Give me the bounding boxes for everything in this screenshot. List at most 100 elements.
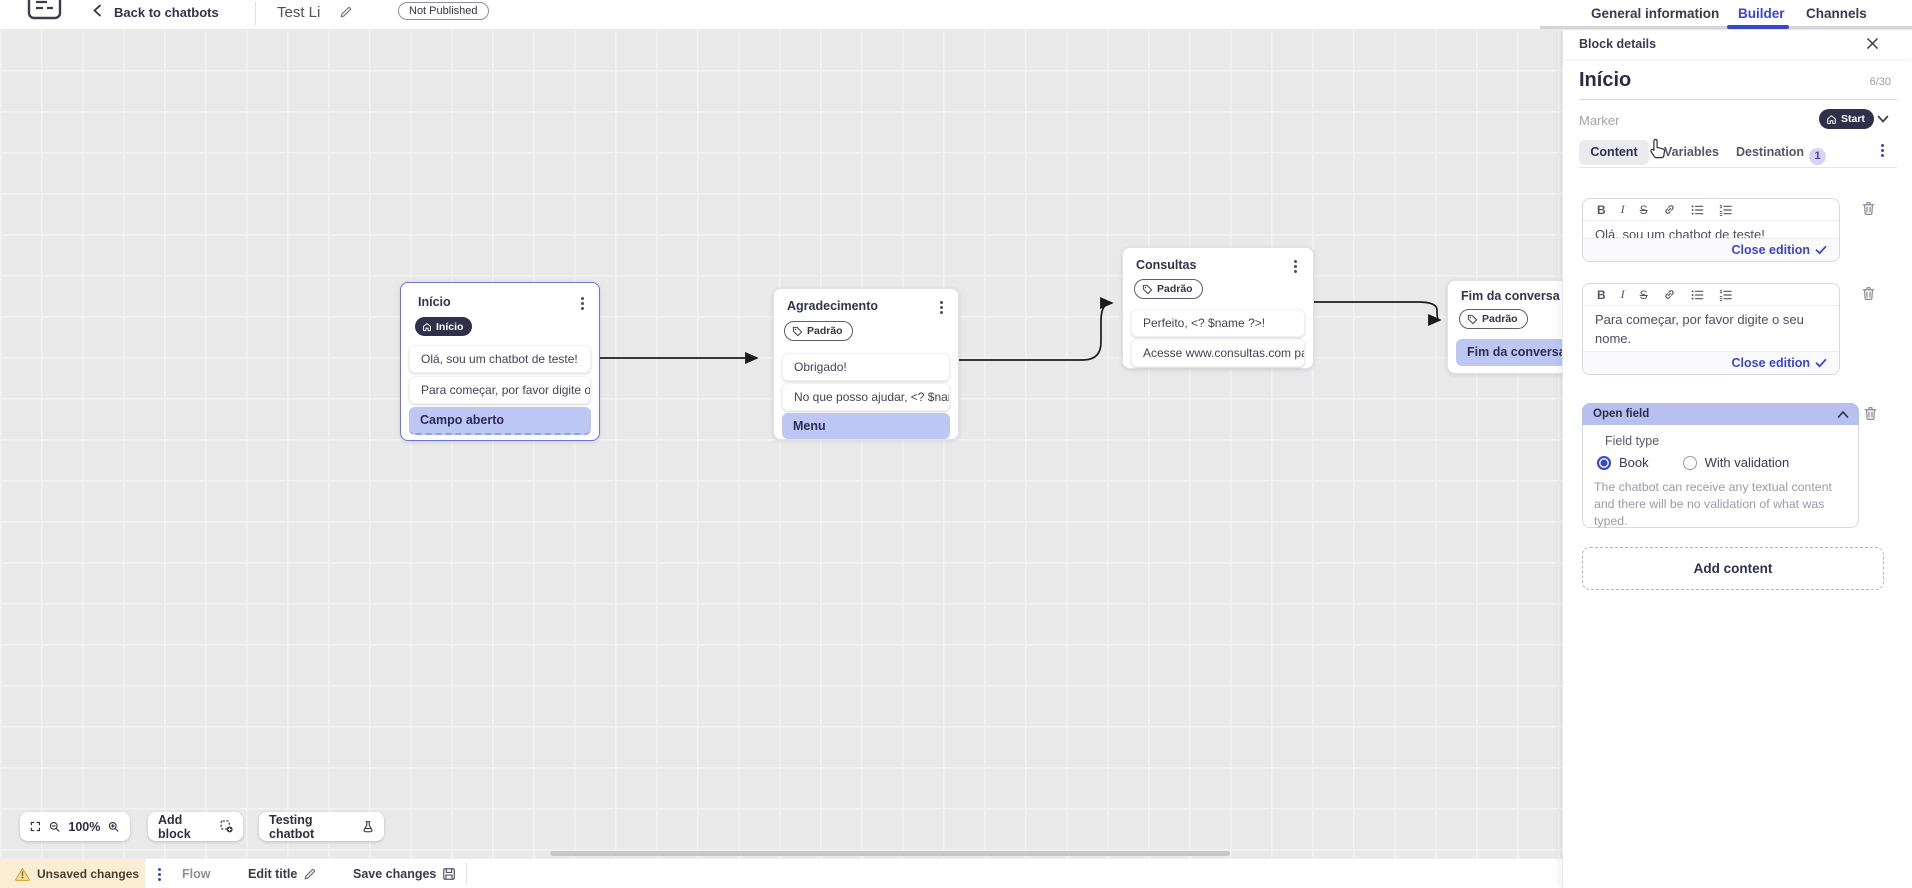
open-field-body: Field type Book With validation The chat…: [1582, 425, 1859, 528]
start-marker-badge: Início: [415, 317, 473, 336]
panel-tab-content[interactable]: Content: [1579, 140, 1649, 165]
flow-canvas[interactable]: Início Início Olá, sou um chatbot de tes…: [0, 29, 1562, 858]
statusbar-divider: [466, 862, 467, 884]
zoom-out-icon[interactable]: [49, 820, 61, 834]
bullet-list-icon[interactable]: [1691, 289, 1704, 301]
default-marker-badge: Padrão: [1459, 309, 1528, 329]
zoom-in-icon[interactable]: [108, 820, 120, 834]
badge-label: Padrão: [1157, 283, 1193, 295]
chatbot-title[interactable]: Test Li: [277, 4, 321, 21]
warning-icon: [15, 867, 30, 881]
flow-block-consultas[interactable]: Consultas Padrão Perfeito, <? $name ?>! …: [1122, 247, 1314, 369]
badge-label: Padrão: [807, 325, 843, 337]
connector-lines: [599, 297, 1442, 364]
block-row-open-field[interactable]: Campo aberto: [409, 407, 591, 435]
block-row-menu[interactable]: Menu: [782, 413, 950, 439]
block-row-message[interactable]: Obrigado!: [782, 353, 950, 381]
block-row-message[interactable]: Olá, sou um chatbot de teste!: [409, 345, 591, 373]
tab-builder[interactable]: Builder: [1738, 6, 1785, 21]
numbered-list-icon[interactable]: [1719, 204, 1732, 216]
italic-icon[interactable]: I: [1620, 202, 1625, 216]
tab-channels[interactable]: Channels: [1806, 6, 1867, 21]
block-menu-icon[interactable]: [575, 295, 589, 311]
topbar-divider: [255, 2, 256, 25]
save-changes-button[interactable]: Save changes: [353, 859, 456, 888]
marker-label: Marker: [1579, 113, 1620, 128]
chevron-up-icon[interactable]: [1837, 410, 1849, 419]
block-menu-icon[interactable]: [934, 299, 948, 315]
block-title: Fim da conversa: [1461, 289, 1560, 303]
badge-label: Início: [436, 320, 464, 333]
flow-tab[interactable]: Flow: [182, 867, 211, 881]
radio-book[interactable]: [1597, 455, 1611, 470]
delete-content-icon[interactable]: [1861, 200, 1876, 217]
statusbar-menu-icon[interactable]: [152, 866, 166, 882]
chevron-down-icon[interactable]: [1877, 115, 1889, 124]
add-content-button[interactable]: Add content: [1582, 547, 1884, 590]
block-menu-icon[interactable]: [1288, 258, 1302, 274]
strikethrough-icon[interactable]: S: [1639, 287, 1648, 302]
zoom-controls: 100%: [20, 812, 130, 841]
text-editor[interactable]: B I S Para começar, por favor digite o s…: [1582, 283, 1840, 375]
block-row-message[interactable]: Para começar, por favor digite o ...: [409, 376, 591, 404]
radio-with-validation[interactable]: [1682, 455, 1697, 470]
back-to-chatbots-link[interactable]: Back to chatbots: [114, 5, 219, 20]
italic-icon[interactable]: I: [1620, 287, 1625, 301]
delete-open-field-icon[interactable]: [1863, 405, 1878, 422]
delete-content-icon[interactable]: [1861, 285, 1876, 302]
destination-count-badge: 1: [1809, 148, 1827, 165]
badge-label: Padrão: [1482, 313, 1518, 325]
bold-icon[interactable]: B: [1597, 202, 1606, 217]
editor-footer: Close edition: [1583, 351, 1839, 374]
add-block-icon: [220, 820, 233, 833]
strikethrough-icon[interactable]: S: [1639, 202, 1648, 217]
save-icon: [443, 868, 456, 880]
link-icon[interactable]: [1663, 288, 1676, 301]
horizontal-scrollbar[interactable]: [550, 851, 1230, 856]
flow-block-agradecimento[interactable]: Agradecimento Padrão Obrigado! No que po…: [773, 288, 959, 440]
default-marker-badge: Padrão: [784, 321, 853, 341]
name-underline: [1579, 99, 1897, 100]
flow-block-inicio[interactable]: Início Início Olá, sou um chatbot de tes…: [400, 282, 600, 441]
check-icon: [1815, 358, 1827, 368]
editor-toolbar: B I S: [1583, 284, 1839, 306]
editor-text[interactable]: Para começar, por favor digite o seu nom…: [1595, 312, 1804, 346]
panel-tabs-menu-icon[interactable]: [1875, 142, 1889, 158]
tabs-divider: [1579, 167, 1897, 168]
tag-icon: [792, 326, 803, 336]
char-counter: 6/30: [1869, 76, 1891, 88]
close-edition-link[interactable]: Close edition: [1731, 243, 1810, 257]
close-edition-link[interactable]: Close edition: [1731, 356, 1810, 370]
numbered-list-icon[interactable]: [1719, 289, 1732, 301]
edit-title-button[interactable]: Edit title: [248, 859, 317, 888]
block-row-message[interactable]: Acesse www.consultas.com par...: [1131, 339, 1305, 367]
panel-tab-variables[interactable]: Variables: [1664, 145, 1719, 159]
add-block-button[interactable]: Add block: [148, 812, 243, 841]
block-name-input[interactable]: Início: [1579, 69, 1632, 91]
default-marker-badge: Padrão: [1134, 279, 1203, 299]
block-row-end[interactable]: Fim da conversa: [1456, 339, 1562, 366]
bullet-list-icon[interactable]: [1691, 204, 1704, 216]
mouse-cursor: [1650, 138, 1666, 159]
flow-block-fim-da-conversa[interactable]: Fim da conversa Padrão Fim da conversa: [1447, 280, 1562, 374]
testing-chatbot-button[interactable]: Testing chatbot: [259, 812, 384, 841]
fullscreen-icon[interactable]: [30, 820, 41, 833]
editor-footer: Close edition: [1583, 238, 1839, 261]
panel-header: Block details: [1563, 29, 1912, 59]
open-field-header[interactable]: Open field: [1582, 403, 1859, 425]
text-editor[interactable]: B I S Olá, sou um chatbot de teste! Clos…: [1582, 198, 1840, 262]
bold-icon[interactable]: B: [1597, 287, 1606, 302]
tab-general-information[interactable]: General information: [1591, 6, 1720, 21]
top-bar: Back to chatbots Test Li Not Published G…: [0, 0, 1912, 30]
nav-underline-track: [1540, 26, 1912, 29]
block-row-message[interactable]: No que posso ajudar, <? $name ...: [782, 383, 950, 411]
link-icon[interactable]: [1663, 203, 1676, 216]
back-chevron-icon[interactable]: [92, 4, 103, 17]
block-row-message[interactable]: Perfeito, <? $name ?>!: [1131, 309, 1305, 337]
edit-title-pencil-icon[interactable]: [339, 5, 353, 19]
marker-start-button[interactable]: Start: [1819, 109, 1874, 129]
close-icon[interactable]: [1866, 37, 1879, 50]
editor-toolbar: B I S: [1583, 199, 1839, 221]
block-details-panel: Block details Início 6/30 Marker Start C…: [1562, 29, 1912, 888]
